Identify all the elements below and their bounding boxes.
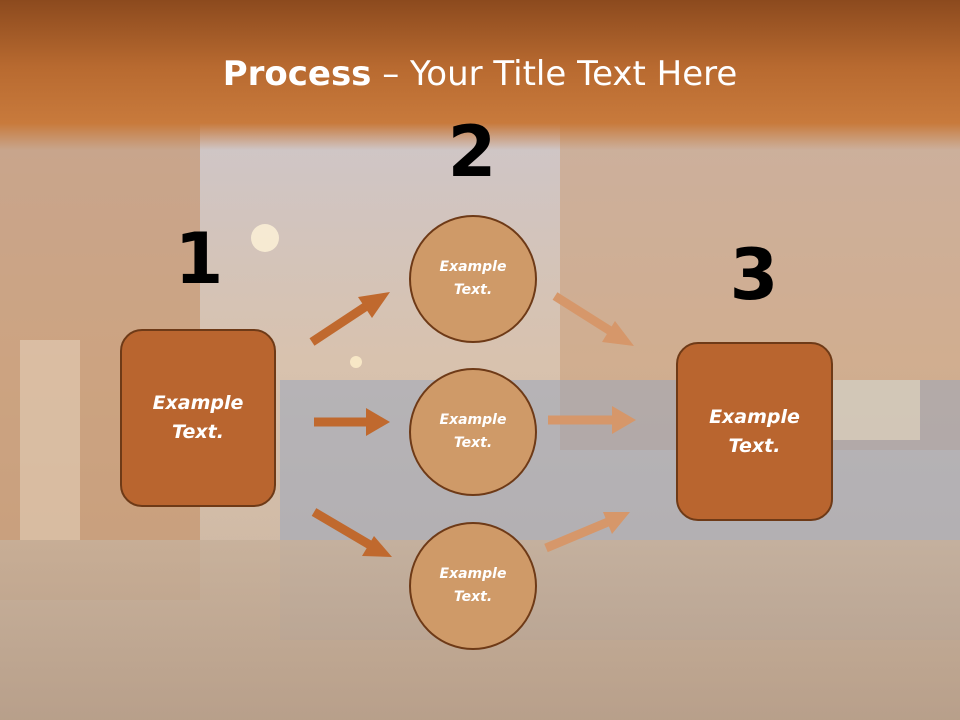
process-box-right: Example Text. bbox=[676, 342, 833, 521]
process-box-left-label: Example Text. bbox=[152, 392, 244, 443]
process-circle-bottom: Example Text. bbox=[409, 522, 537, 650]
arrow-left-bottom bbox=[311, 508, 392, 557]
arrow-right-top bbox=[552, 292, 634, 346]
process-circle-mid: Example Text. bbox=[409, 368, 537, 496]
arrow-right-bottom bbox=[544, 512, 630, 553]
step-number-2: 2 bbox=[447, 111, 497, 193]
process-circle-top-label: Example Text. bbox=[439, 259, 507, 298]
arrow-left-mid bbox=[314, 408, 390, 436]
process-circle-bottom-label: Example Text. bbox=[439, 566, 507, 605]
arrow-left-top bbox=[309, 292, 390, 346]
step-number-1: 1 bbox=[174, 218, 224, 300]
arrow-right-mid bbox=[548, 406, 636, 434]
process-circle-top: Example Text. bbox=[409, 215, 537, 343]
title-rest: – Your Title Text Here bbox=[371, 54, 738, 94]
process-box-left: Example Text. bbox=[120, 329, 276, 507]
step-number-3: 3 bbox=[729, 234, 779, 316]
title-bold: Process bbox=[222, 54, 372, 94]
title-band bbox=[0, 0, 960, 150]
process-box-right-label: Example Text. bbox=[709, 405, 800, 457]
process-circle-mid-label: Example Text. bbox=[439, 412, 507, 451]
slide-title: Process – Your Title Text Here bbox=[0, 52, 960, 96]
